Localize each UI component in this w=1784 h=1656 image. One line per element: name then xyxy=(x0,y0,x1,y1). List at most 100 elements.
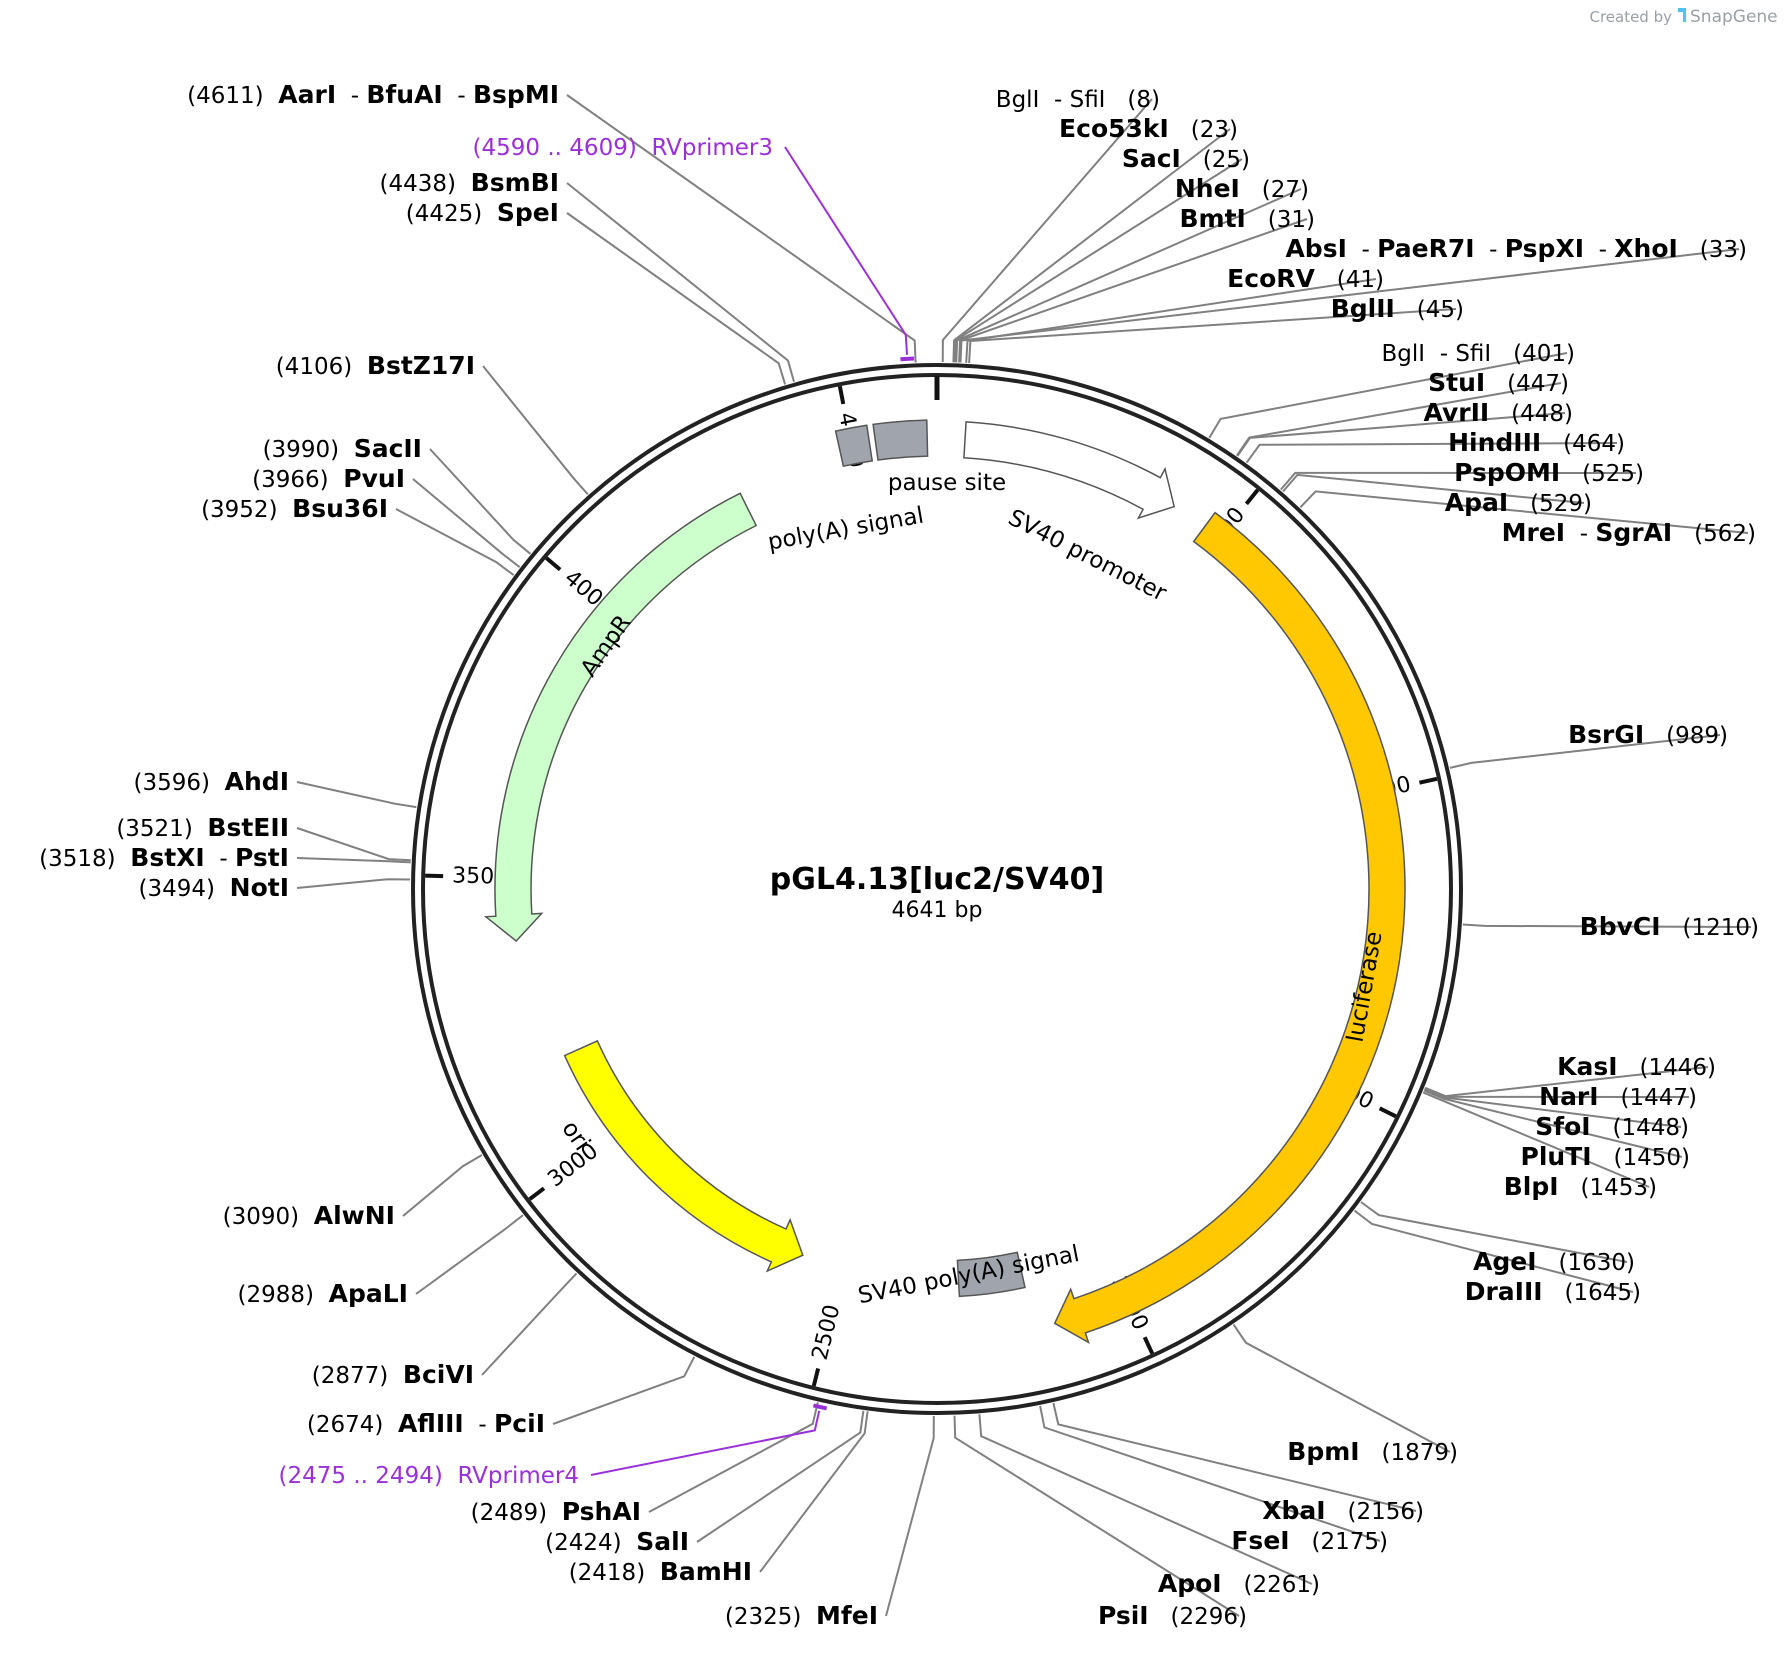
restriction-site[interactable]: NarI (1447) xyxy=(1539,1082,1697,1111)
site-separator xyxy=(547,1500,562,1526)
site-separator: - xyxy=(443,83,473,109)
feature-pause-site[interactable] xyxy=(872,419,929,461)
restriction-site[interactable]: (4438) BsmBI xyxy=(380,168,559,197)
site-position: (4438) xyxy=(380,171,456,197)
site-leader xyxy=(1422,1091,1650,1188)
restriction-site[interactable]: BglII (45) xyxy=(1331,294,1464,323)
restriction-site[interactable]: ApaI (529) xyxy=(1445,488,1592,517)
site-position: (3990) xyxy=(263,437,339,463)
restriction-site[interactable]: PsiI (2296) xyxy=(1098,1601,1247,1630)
site-leader xyxy=(1208,352,1568,439)
site-separator xyxy=(1599,1085,1621,1111)
site-label: HindIII (464) xyxy=(1448,428,1625,457)
site-position: (1210) xyxy=(1683,915,1759,941)
restriction-site[interactable]: (2418) BamHI xyxy=(569,1557,752,1586)
restriction-site[interactable]: SfoI (1448) xyxy=(1535,1112,1689,1141)
site-position: (45) xyxy=(1417,297,1464,323)
restriction-site[interactable]: HindIII (464) xyxy=(1448,428,1625,457)
site-position: (2296) xyxy=(1171,1604,1247,1630)
primer-rvprimer4-label[interactable]: (2475 .. 2494) RVprimer4 xyxy=(279,1463,579,1489)
feature-ampr[interactable] xyxy=(483,492,758,943)
restriction-site[interactable]: AvrII (448) xyxy=(1424,398,1573,427)
site-enzyme-name: XbaI xyxy=(1262,1496,1325,1525)
restriction-site[interactable]: BglI - SfiI (8) xyxy=(996,87,1160,113)
restriction-site[interactable]: (2424) SalI xyxy=(545,1527,689,1556)
site-enzyme-name: BlpI xyxy=(1504,1172,1559,1201)
restriction-site[interactable]: (4611) AarI - BfuAI - BspMI xyxy=(187,80,559,109)
feature-polya-signal[interactable] xyxy=(834,424,874,468)
site-label: (2674) AflIII - PciI xyxy=(307,1409,545,1438)
plasmid-size: 4641 bp xyxy=(892,898,983,923)
site-leader xyxy=(395,508,515,576)
site-separator: - xyxy=(1425,341,1455,367)
site-separator xyxy=(264,83,279,109)
restriction-site[interactable]: MreI - SgrAI (562) xyxy=(1502,518,1756,547)
site-label: PluTI (1450) xyxy=(1521,1142,1690,1171)
site-position: (4425) xyxy=(406,201,482,227)
restriction-site[interactable]: (3596) AhdI xyxy=(134,767,289,796)
site-enzyme-name: SacII xyxy=(354,434,422,463)
restriction-site[interactable]: (3518) BstXI - PstI xyxy=(39,843,289,872)
restriction-site[interactable]: PluTI (1450) xyxy=(1521,1142,1690,1171)
site-separator xyxy=(116,846,131,872)
site-position: (2489) xyxy=(471,1500,547,1526)
site-leader xyxy=(566,182,795,383)
restriction-site[interactable]: BmtI (31) xyxy=(1179,204,1315,233)
restriction-site[interactable]: ApoI (2261) xyxy=(1158,1569,1320,1598)
site-enzyme-name: FseI xyxy=(1231,1526,1289,1555)
restriction-site[interactable]: BpmI (1879) xyxy=(1287,1437,1458,1466)
restriction-site[interactable]: StuI (447) xyxy=(1428,368,1569,397)
feature-ori[interactable] xyxy=(563,1039,804,1273)
site-enzyme-name: SfiI xyxy=(1455,341,1491,367)
restriction-site[interactable]: (2988) ApaLI xyxy=(238,1279,408,1308)
feature-sv40-polya[interactable] xyxy=(956,1251,1026,1298)
site-position: (2261) xyxy=(1244,1572,1320,1598)
restriction-site[interactable]: AgeI (1630) xyxy=(1473,1247,1635,1276)
restriction-site[interactable]: (2877) BciVI xyxy=(312,1360,474,1389)
restriction-site[interactable]: (4425) SpeI xyxy=(406,198,559,227)
site-enzyme-name: BglI xyxy=(1382,341,1426,367)
restriction-site[interactable]: PspOMI (525) xyxy=(1454,458,1644,487)
restriction-site[interactable]: AbsI - PaeR7I - PspXI - XhoI (33) xyxy=(1285,234,1747,263)
primer-rvprimer3-label[interactable]: (4590 .. 4609) RVprimer3 xyxy=(473,135,773,161)
site-separator xyxy=(622,1530,637,1556)
restriction-site[interactable]: (4106) BstZ17I xyxy=(276,351,475,380)
restriction-site[interactable]: BglI - SfiI (401) xyxy=(1382,341,1575,367)
feature-luciferase[interactable] xyxy=(1053,511,1406,1345)
restriction-site[interactable]: (3494) NotI xyxy=(139,873,289,902)
site-position: (1450) xyxy=(1614,1145,1690,1171)
restriction-site[interactable]: (2489) PshAI xyxy=(471,1497,641,1526)
feature-sv40-promoter[interactable] xyxy=(963,421,1176,520)
site-label: BglI - SfiI (8) xyxy=(996,87,1160,113)
restriction-site[interactable]: BlpI (1453) xyxy=(1504,1172,1657,1201)
site-position: (1446) xyxy=(1640,1055,1716,1081)
restriction-site[interactable]: BbvCI (1210) xyxy=(1580,912,1759,941)
restriction-site[interactable]: KasI (1446) xyxy=(1557,1052,1716,1081)
site-label: SfoI (1448) xyxy=(1535,1112,1689,1141)
restriction-site[interactable]: (3521) BstEII xyxy=(116,813,289,842)
restriction-site[interactable]: (3966) PvuI xyxy=(252,464,405,493)
restriction-site[interactable]: (2674) AflIII - PciI xyxy=(307,1409,545,1438)
site-position: (2156) xyxy=(1348,1499,1424,1525)
site-leader xyxy=(296,827,411,862)
site-leader xyxy=(296,878,411,889)
site-separator xyxy=(1672,521,1694,547)
site-separator xyxy=(1618,1055,1640,1081)
restriction-site[interactable]: (3090) AlwNI xyxy=(223,1201,395,1230)
site-position: (41) xyxy=(1337,267,1384,293)
primer-name: RVprimer4 xyxy=(457,1463,579,1489)
restriction-site[interactable]: (2325) MfeI xyxy=(725,1601,878,1630)
primer-rvprimer4-bar[interactable] xyxy=(812,1403,828,1411)
restriction-site[interactable]: EcoRV (41) xyxy=(1227,264,1384,293)
restriction-site[interactable]: Eco53kI (23) xyxy=(1059,114,1238,143)
primer-rvprimer3-bar[interactable] xyxy=(900,356,915,362)
restriction-site[interactable]: (3990) SacII xyxy=(263,434,422,463)
restriction-site[interactable]: NheI (27) xyxy=(1175,174,1309,203)
restriction-site[interactable]: SacI (25) xyxy=(1122,144,1250,173)
restriction-site[interactable]: BsrGI (989) xyxy=(1568,720,1728,749)
restriction-site[interactable]: (3952) Bsu36I xyxy=(201,494,388,523)
restriction-site[interactable]: FseI (2175) xyxy=(1231,1526,1388,1555)
restriction-site[interactable]: DraIII (1645) xyxy=(1465,1277,1641,1306)
restriction-site[interactable]: XbaI (2156) xyxy=(1262,1496,1424,1525)
